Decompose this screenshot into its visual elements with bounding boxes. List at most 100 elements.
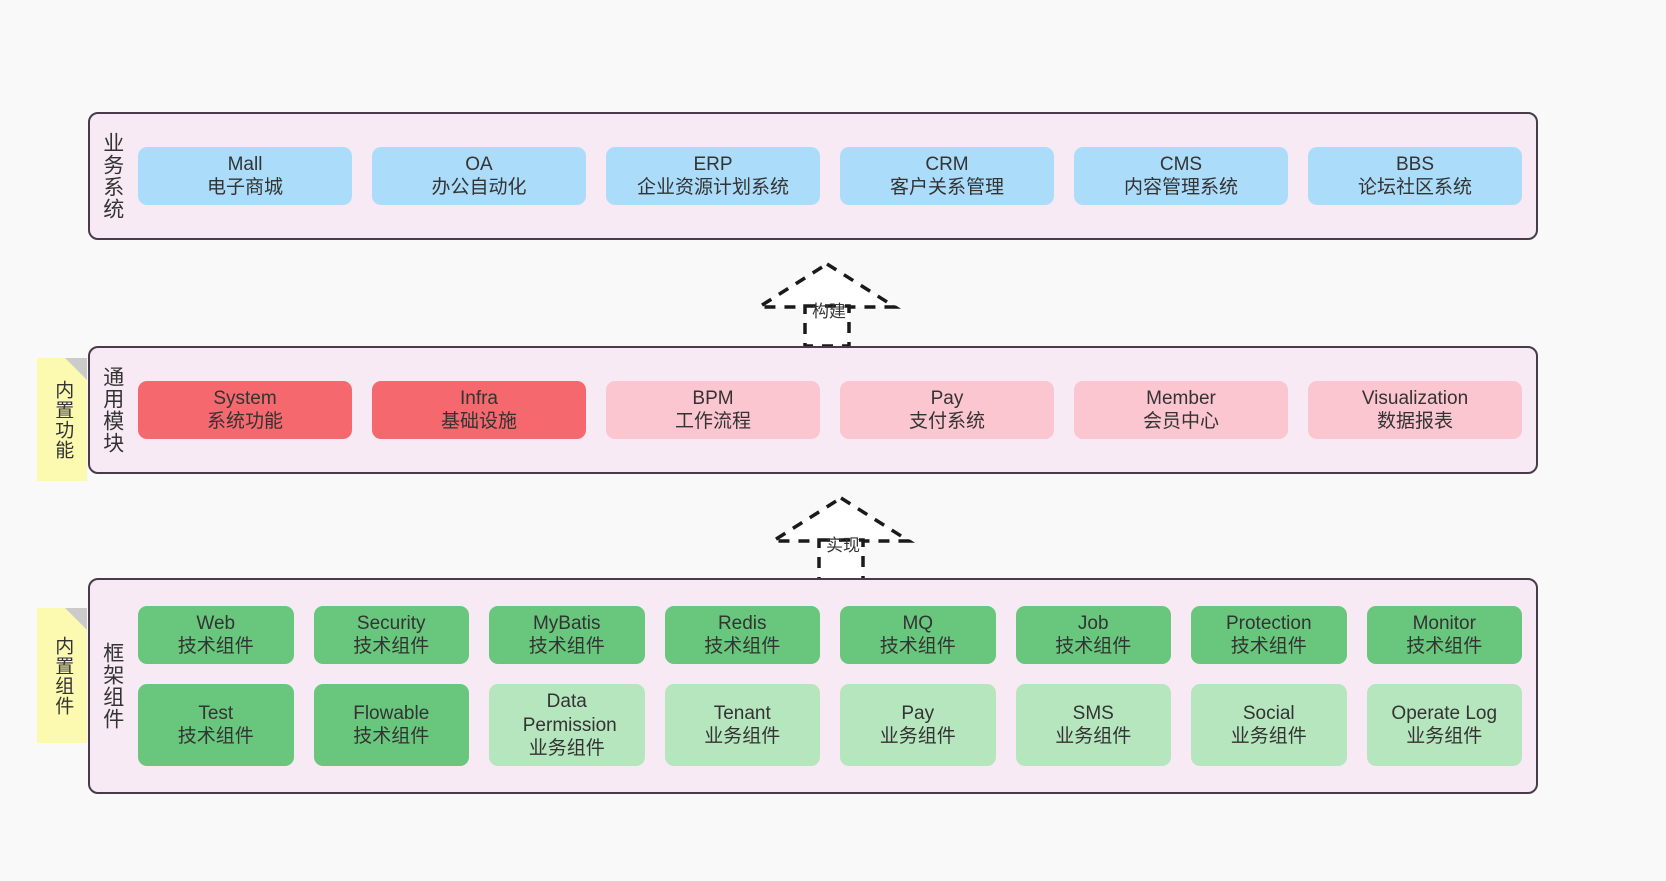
card-title: Pay — [930, 387, 964, 409]
layer-common-modules: 通用模块 System 系统功能 Infra 基础设施 BPM 工作流程 Pay… — [88, 346, 1538, 474]
card-title: Security — [356, 613, 426, 635]
connector-build-label: 构建 — [812, 302, 846, 321]
layer-title-framework-components: 框架组件 — [100, 642, 124, 730]
card-tenant[interactable]: Tenant 业务组件 — [664, 684, 820, 766]
card-title: Social — [1242, 702, 1295, 724]
card-title: BBS — [1395, 153, 1435, 175]
card-redis[interactable]: Redis 技术组件 — [664, 606, 820, 665]
card-data-permission[interactable]: Data Permission 业务组件 — [489, 684, 645, 766]
layer-business-systems: 业务系统 Mall 电子商城 OA 办公自动化 ERP 企业资源计划系统 CRM… — [88, 112, 1538, 240]
card-subtitle: 办公自动化 — [431, 177, 527, 198]
card-title: System — [213, 387, 277, 409]
layer-framework-components: 框架组件 Web 技术组件 Security 技术组件 MyBatis 技术组件… — [88, 578, 1538, 794]
card-title: CMS — [1159, 153, 1203, 175]
card-subtitle: 业务组件 — [704, 726, 781, 748]
card-mq[interactable]: MQ 技术组件 — [840, 606, 996, 665]
card-bbs[interactable]: BBS 论坛社区系统 — [1308, 146, 1522, 206]
card-title: Visualization — [1361, 387, 1469, 409]
note-fold-corner-icon — [65, 608, 87, 630]
card-title: Member — [1146, 387, 1216, 409]
card-operate-log[interactable]: Operate Log 业务组件 — [1366, 684, 1522, 766]
card-system[interactable]: System 系统功能 — [138, 380, 352, 440]
note-fold-corner-icon — [65, 358, 87, 380]
card-mybatis[interactable]: MyBatis 技术组件 — [489, 606, 645, 665]
card-flowable[interactable]: Flowable 技术组件 — [313, 684, 469, 766]
card-subtitle: 业务组件 — [1055, 726, 1132, 748]
card-oa[interactable]: OA 办公自动化 — [372, 146, 586, 206]
card-subtitle: 技术组件 — [1230, 636, 1307, 658]
card-subtitle: 技术组件 — [177, 636, 254, 658]
card-social[interactable]: Social 业务组件 — [1191, 684, 1347, 766]
card-protection[interactable]: Protection 技术组件 — [1191, 606, 1347, 665]
card-title: Job — [1077, 613, 1109, 635]
layer-cards-business-systems: Mall 电子商城 OA 办公自动化 ERP 企业资源计划系统 CRM 客户关系… — [134, 114, 1536, 238]
card-row: Web 技术组件 Security 技术组件 MyBatis 技术组件 Redi… — [138, 606, 1522, 665]
card-title: Infra — [459, 387, 499, 409]
card-subtitle: 技术组件 — [1406, 636, 1483, 658]
card-subtitle: 技术组件 — [528, 636, 605, 658]
build-arrow-shape — [752, 261, 902, 348]
card-bpm[interactable]: BPM 工作流程 — [606, 380, 820, 440]
card-title: Protection — [1225, 613, 1312, 635]
card-title: Data Permission — [522, 691, 617, 736]
card-subtitle: 业务组件 — [1406, 726, 1483, 748]
card-visualization[interactable]: Visualization 数据报表 — [1308, 380, 1522, 440]
note-label: 内置组件 — [52, 635, 74, 716]
card-infra[interactable]: Infra 基础设施 — [372, 380, 586, 440]
card-title: Flowable — [353, 702, 430, 724]
card-pay[interactable]: Pay 支付系统 — [840, 380, 1054, 440]
card-title: ERP — [693, 153, 733, 175]
connector-realize: 实现 — [766, 495, 916, 582]
card-subtitle: 技术组件 — [353, 636, 430, 658]
connector-build: 构建 — [752, 261, 902, 348]
card-row: Mall 电子商城 OA 办公自动化 ERP 企业资源计划系统 CRM 客户关系… — [138, 146, 1522, 206]
note-builtin-functions: 内置功能 — [37, 358, 87, 481]
card-title: CRM — [925, 153, 969, 175]
card-test[interactable]: Test 技术组件 — [138, 684, 294, 766]
card-member[interactable]: Member 会员中心 — [1074, 380, 1288, 440]
card-title: Monitor — [1412, 613, 1476, 635]
card-title: Pay — [901, 702, 935, 724]
card-erp[interactable]: ERP 企业资源计划系统 — [606, 146, 820, 206]
card-title: MyBatis — [532, 613, 601, 635]
card-subtitle: 论坛社区系统 — [1357, 177, 1472, 198]
card-subtitle: 技术组件 — [353, 726, 430, 748]
card-subtitle: 业务组件 — [1230, 726, 1307, 748]
card-subtitle: 工作流程 — [674, 411, 751, 432]
card-subtitle: 数据报表 — [1376, 411, 1453, 432]
card-subtitle: 技术组件 — [177, 726, 254, 748]
note-builtin-components: 内置组件 — [37, 608, 87, 743]
card-monitor[interactable]: Monitor 技术组件 — [1366, 606, 1522, 665]
card-title: OA — [465, 153, 493, 175]
layer-cards-common-modules: System 系统功能 Infra 基础设施 BPM 工作流程 Pay 支付系统… — [134, 348, 1536, 472]
card-security[interactable]: Security 技术组件 — [313, 606, 469, 665]
card-subtitle: 技术组件 — [704, 636, 781, 658]
card-subtitle: 技术组件 — [1055, 636, 1132, 658]
card-title: SMS — [1072, 702, 1114, 724]
card-subtitle: 基础设施 — [440, 411, 517, 432]
card-title: Operate Log — [1391, 702, 1498, 724]
layer-cards-framework-components: Web 技术组件 Security 技术组件 MyBatis 技术组件 Redi… — [134, 580, 1536, 792]
card-crm[interactable]: CRM 客户关系管理 — [840, 146, 1054, 206]
card-title: Web — [196, 613, 236, 635]
card-mall[interactable]: Mall 电子商城 — [138, 146, 352, 206]
card-sms[interactable]: SMS 业务组件 — [1015, 684, 1171, 766]
layer-title-business-systems: 业务系统 — [100, 132, 124, 220]
card-cms[interactable]: CMS 内容管理系统 — [1074, 146, 1288, 206]
card-subtitle: 企业资源计划系统 — [636, 177, 789, 198]
card-pay-component[interactable]: Pay 业务组件 — [840, 684, 996, 766]
connector-realize-label: 实现 — [826, 536, 860, 555]
card-subtitle: 业务组件 — [879, 726, 956, 748]
card-subtitle: 内容管理系统 — [1123, 177, 1238, 198]
card-title: Tenant — [713, 702, 771, 724]
card-title: MQ — [902, 613, 934, 635]
card-row: Test 技术组件 Flowable 技术组件 Data Permission … — [138, 684, 1522, 766]
card-subtitle: 客户关系管理 — [889, 177, 1004, 198]
realize-arrow-shape — [766, 495, 916, 582]
card-subtitle: 支付系统 — [908, 411, 985, 432]
card-title: Redis — [717, 613, 767, 635]
card-web[interactable]: Web 技术组件 — [138, 606, 294, 665]
card-job[interactable]: Job 技术组件 — [1015, 606, 1171, 665]
card-subtitle: 会员中心 — [1142, 411, 1219, 432]
